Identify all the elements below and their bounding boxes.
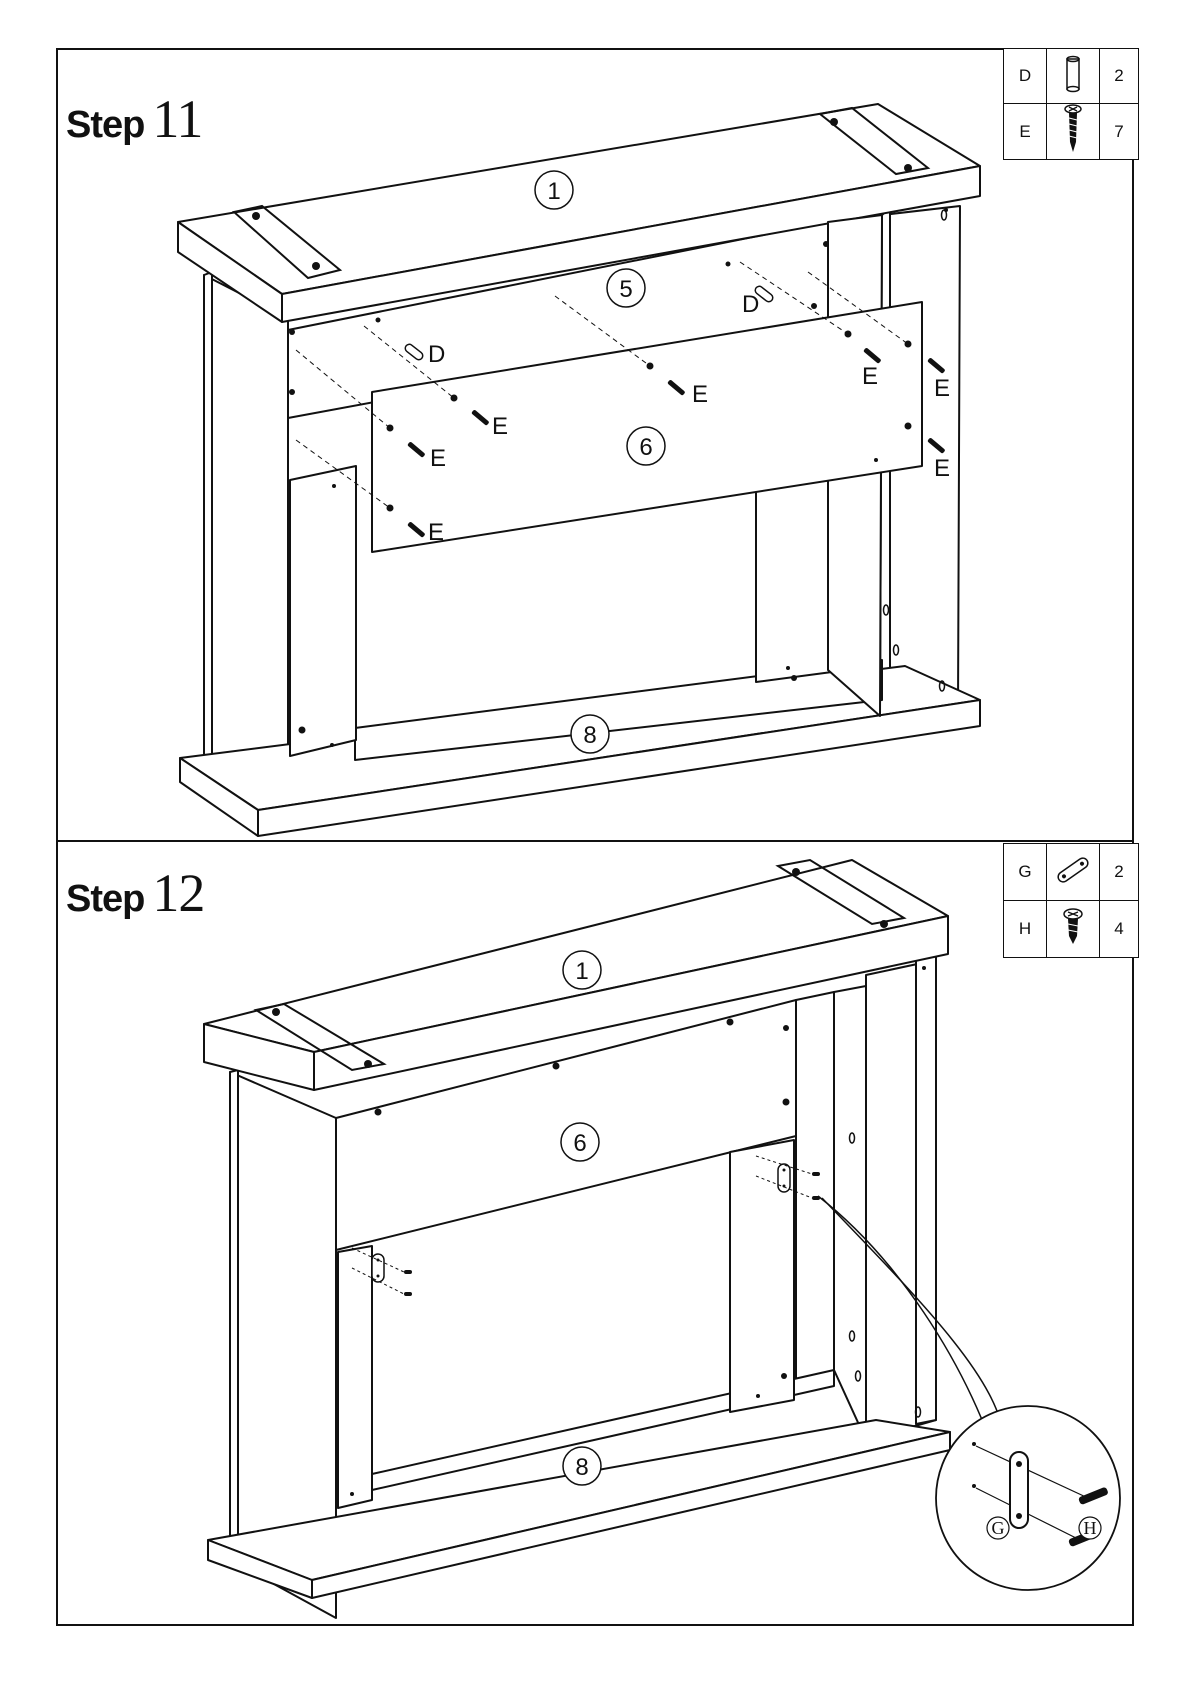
label-panel-1: 1 [575,958,588,985]
left-support-strip [338,1246,372,1508]
detail-label-h: H [1084,1518,1097,1538]
label-panel-6: 6 [573,1130,586,1157]
detail-label-g: G [992,1518,1005,1538]
label-panel-8: 8 [575,1454,588,1481]
